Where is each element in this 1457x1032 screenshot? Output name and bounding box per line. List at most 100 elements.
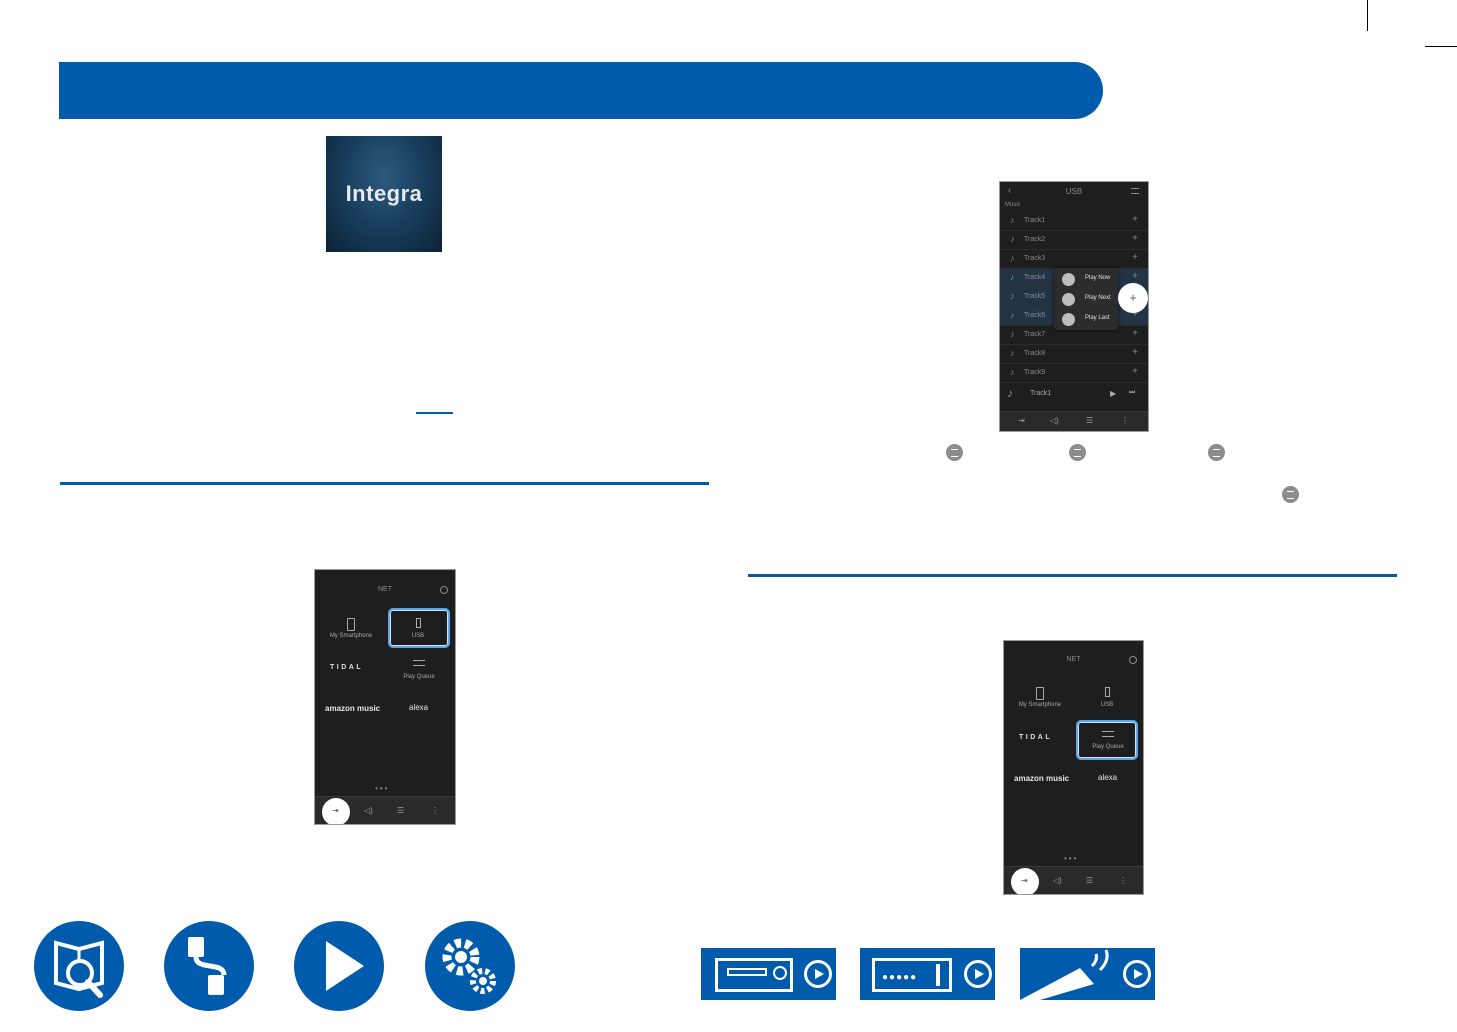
add-icon[interactable]: + bbox=[1132, 366, 1138, 377]
track-name: Track7 bbox=[1024, 331, 1046, 338]
tile-play-queue[interactable]: Play Queue bbox=[403, 674, 435, 680]
track-name: Track6 bbox=[1024, 312, 1046, 319]
link-underline[interactable] bbox=[416, 412, 453, 414]
settings-icon[interactable] bbox=[440, 586, 448, 594]
add-icon[interactable]: + bbox=[1132, 347, 1138, 358]
music-note-icon: ♪ bbox=[1010, 310, 1015, 320]
smartphone-icon bbox=[347, 618, 355, 631]
music-note-icon: ♪ bbox=[1007, 386, 1013, 400]
tone-settings-icon[interactable]: ☰ bbox=[1086, 876, 1094, 885]
bottom-bar: ⇥ ◁) ☰ ⋮ bbox=[1004, 866, 1143, 894]
add-icon[interactable]: + bbox=[1132, 309, 1138, 320]
tile-usb[interactable]: USB bbox=[1100, 702, 1114, 708]
music-note-icon: ♪ bbox=[1010, 348, 1015, 358]
tile-usb[interactable]: USB bbox=[411, 633, 425, 639]
tone-settings-icon[interactable]: ☰ bbox=[397, 806, 405, 815]
playback-nav-button[interactable] bbox=[294, 921, 384, 1011]
front-panel-button[interactable] bbox=[701, 948, 836, 1000]
rear-panel-button[interactable]: ●●●●● bbox=[860, 948, 995, 1000]
tile-alexa[interactable]: alexa bbox=[1098, 773, 1118, 782]
header-bar bbox=[59, 62, 1103, 119]
tile-my-smartphone[interactable]: My Smartphone bbox=[1018, 702, 1062, 708]
music-note-icon: ♪ bbox=[1010, 253, 1015, 263]
bottom-bar: ⇥ ◁) ☰ ⋮ bbox=[315, 796, 455, 824]
add-icon[interactable]: + bbox=[1132, 233, 1138, 244]
terminals-icon: ●●●●● bbox=[882, 972, 918, 983]
tile-tidal[interactable]: TIDAL bbox=[1019, 734, 1053, 741]
track-row[interactable]: ♪Track1+ bbox=[1000, 212, 1148, 231]
arrow-right-icon bbox=[1123, 960, 1151, 988]
settings-icon[interactable] bbox=[1129, 656, 1137, 664]
phone-net-screen-play-queue: NET My Smartphone USB TIDAL Play Queue a… bbox=[1003, 640, 1144, 895]
track-row[interactable]: ♪ Track9 + bbox=[1000, 364, 1148, 383]
play-last-icon bbox=[1208, 444, 1225, 461]
track-row[interactable]: ♪ Track7 + bbox=[1000, 326, 1148, 345]
music-note-icon: ♪ bbox=[1010, 329, 1015, 339]
page-indicator: ••• bbox=[375, 784, 390, 793]
crop-mark bbox=[1425, 46, 1457, 47]
more-icon[interactable]: ⋮ bbox=[1121, 416, 1129, 425]
play-now-option[interactable]: Play Now bbox=[1054, 269, 1118, 289]
add-icon[interactable]: + bbox=[1132, 328, 1138, 339]
logo-text: Integra bbox=[345, 181, 423, 206]
tile-amazon-music[interactable]: amazon music bbox=[1014, 774, 1070, 783]
integra-app-logo: Integra bbox=[326, 136, 442, 252]
play-options-popup: Play Now Play Next Play Last bbox=[1054, 268, 1118, 330]
next-track-icon[interactable]: ⏭ bbox=[1129, 389, 1136, 396]
remote-control-icon bbox=[1020, 949, 1109, 1000]
remote-button[interactable] bbox=[1020, 948, 1155, 1000]
connections-nav-button[interactable] bbox=[164, 921, 254, 1011]
volume-knob-icon bbox=[773, 966, 787, 980]
track-row[interactable]: ♪Track8+ bbox=[1000, 345, 1148, 364]
tone-settings-icon[interactable]: ☰ bbox=[1086, 416, 1094, 425]
playback-icon bbox=[326, 941, 364, 991]
play-now-icon bbox=[1282, 486, 1299, 503]
input-icon[interactable]: ⇥ bbox=[1021, 876, 1028, 885]
play-last-icon bbox=[1062, 313, 1075, 326]
list-menu-icon[interactable] bbox=[1131, 188, 1139, 194]
play-next-icon bbox=[1069, 444, 1086, 461]
play-now-icon bbox=[1062, 273, 1075, 286]
play-now-icon bbox=[946, 444, 963, 461]
add-icon[interactable]: + bbox=[1132, 214, 1138, 225]
add-icon[interactable]: + bbox=[1132, 271, 1138, 282]
play-next-option[interactable]: Play Next bbox=[1054, 289, 1118, 309]
music-note-icon: ♪ bbox=[1010, 272, 1015, 282]
track-row[interactable]: ♪ Track3 + bbox=[1000, 250, 1148, 269]
volume-icon[interactable]: ◁) bbox=[364, 806, 373, 815]
tile-tidal[interactable]: TIDAL bbox=[330, 664, 364, 671]
play-icon[interactable]: ▶ bbox=[1110, 389, 1117, 398]
tile-my-smartphone[interactable]: My Smartphone bbox=[329, 633, 373, 639]
display-slot-icon bbox=[727, 968, 767, 976]
input-icon[interactable]: ⇥ bbox=[332, 806, 339, 815]
track-name: Track9 bbox=[1024, 369, 1046, 376]
manual-search-nav-button[interactable] bbox=[34, 921, 124, 1011]
play-now-label: Play Now bbox=[1085, 275, 1111, 281]
screen-title: NET bbox=[378, 586, 392, 593]
back-icon[interactable]: ‹ bbox=[1008, 185, 1012, 196]
track-name: Track3 bbox=[1024, 255, 1046, 262]
arrow-right-icon bbox=[804, 960, 832, 988]
now-playing-bar[interactable]: ♪ Track1 ▶ ⏭ bbox=[1000, 384, 1148, 404]
volume-icon[interactable]: ◁) bbox=[1053, 876, 1062, 885]
track-name: Track1 bbox=[1024, 217, 1046, 224]
play-queue-icon bbox=[413, 660, 425, 666]
tile-alexa[interactable]: alexa bbox=[409, 703, 429, 712]
setup-nav-button[interactable] bbox=[425, 921, 515, 1011]
volume-icon[interactable]: ◁) bbox=[1050, 416, 1059, 425]
tile-amazon-music[interactable]: amazon music bbox=[325, 704, 381, 713]
more-icon[interactable]: ⋮ bbox=[431, 806, 439, 815]
track-row[interactable]: ♪Track2+ bbox=[1000, 231, 1148, 250]
input-icon[interactable]: ⇥ bbox=[1018, 416, 1025, 425]
screen-title: NET bbox=[1066, 656, 1081, 663]
more-icon[interactable]: ⋮ bbox=[1119, 876, 1127, 885]
section-rule-left bbox=[60, 482, 709, 485]
tile-play-queue[interactable]: Play Queue bbox=[1092, 744, 1124, 750]
music-note-icon: ♪ bbox=[1010, 367, 1015, 377]
arrow-right-icon bbox=[964, 960, 992, 988]
add-icon[interactable]: + bbox=[1132, 252, 1138, 263]
add-to-queue-button[interactable]: + bbox=[1118, 283, 1148, 313]
track-name: Track2 bbox=[1024, 236, 1046, 243]
play-last-option[interactable]: Play Last bbox=[1054, 309, 1118, 329]
usb-icon bbox=[1105, 687, 1110, 697]
